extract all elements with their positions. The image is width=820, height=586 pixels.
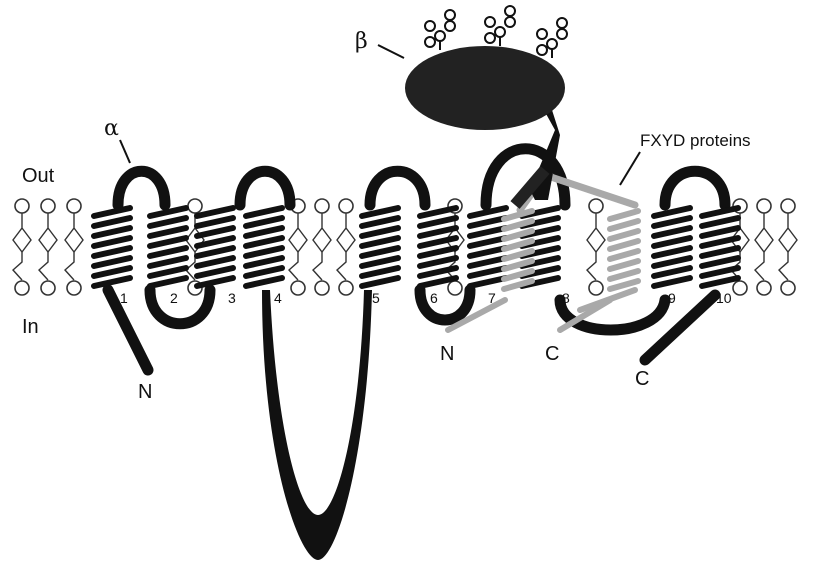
label-in: In <box>22 316 39 338</box>
alpha-loop-i4 <box>560 300 665 330</box>
lipid-molecule <box>755 199 773 295</box>
lipid-molecule <box>337 199 355 295</box>
lipid-molecule <box>313 199 331 295</box>
glycan-tree <box>537 18 567 58</box>
label-alpha-c: C <box>635 368 649 390</box>
beta-label-leader <box>378 45 404 58</box>
label-fxyd-c: C <box>545 343 559 365</box>
helix-number-6: 6 <box>430 290 438 306</box>
label-beta: β <box>355 29 368 54</box>
fxyd-label-leader <box>620 152 640 185</box>
helix-number-2: 2 <box>170 290 178 306</box>
alpha-loop-e1 <box>118 171 165 205</box>
alpha-loop-e3 <box>370 171 425 205</box>
helix-number-8: 8 <box>562 290 570 306</box>
label-alpha-n: N <box>138 381 152 403</box>
fxyd-linker-right <box>580 290 635 310</box>
glycan-tree <box>485 6 515 46</box>
fxyd-helix-outer <box>610 211 638 289</box>
helix-number-3: 3 <box>228 290 236 306</box>
lipid-molecule <box>289 199 307 295</box>
beta-ectodomain <box>405 46 565 130</box>
label-fxyd: FXYD proteins <box>640 131 751 150</box>
lipid-molecule <box>13 199 31 295</box>
alpha-helix-1 <box>94 208 130 286</box>
helix-number-9: 9 <box>668 290 676 306</box>
label-out: Out <box>22 165 55 187</box>
label-alpha: α <box>104 116 119 141</box>
alpha-label-leader <box>120 140 130 163</box>
label-fxyd-n: N <box>440 343 454 365</box>
helix-number-10: 10 <box>716 290 732 306</box>
alpha-helix-10 <box>702 208 738 286</box>
alpha-helix-5 <box>362 208 398 286</box>
alpha-helix-2 <box>150 208 186 286</box>
lipid-molecule <box>65 199 83 295</box>
alpha-helix-7 <box>470 208 506 286</box>
lipid-molecule <box>39 199 57 295</box>
alpha-loop-e2 <box>240 171 290 205</box>
alpha-helix-9 <box>654 208 690 286</box>
alpha-helix-3 <box>197 208 233 286</box>
lipid-molecule <box>587 199 605 295</box>
alpha-c-tail <box>645 295 715 360</box>
alpha-helix-4 <box>246 208 282 286</box>
beta-subunit <box>378 45 565 205</box>
lipid-molecule <box>779 199 797 295</box>
alpha-loop-i3 <box>420 290 470 320</box>
helix-number-1: 1 <box>120 290 128 306</box>
helix-number-7: 7 <box>488 290 496 306</box>
alpha-large-cytoplasmic-loop <box>262 290 372 560</box>
helix-number-4: 4 <box>274 290 282 306</box>
helix-number-5: 5 <box>372 290 380 306</box>
glycan-tree <box>425 10 455 50</box>
alpha-subunit-loops <box>108 149 725 370</box>
alpha-n-tail <box>108 290 148 370</box>
alpha-loop-i1 <box>150 290 210 324</box>
alpha-loop-e5 <box>665 171 725 205</box>
